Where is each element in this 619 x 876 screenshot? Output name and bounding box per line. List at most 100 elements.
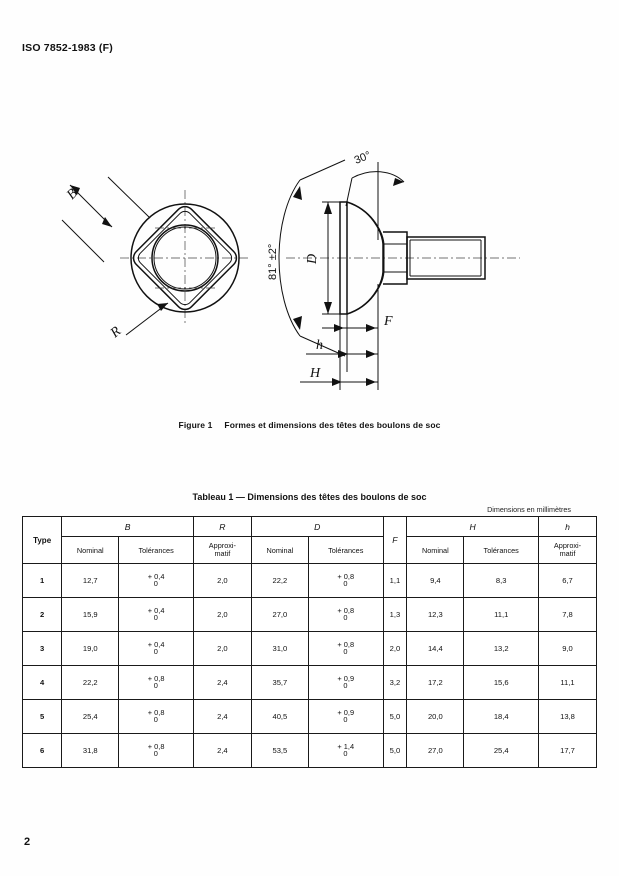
- side-label-head-angle: 81° ±2°: [267, 244, 279, 280]
- table-title-text: Dimensions des têtes des boulons de soc: [247, 492, 427, 502]
- cell-type: 6: [21, 733, 63, 768]
- tolerance-lower: 0: [153, 749, 158, 759]
- table-header-row-subs: Nominal Tolérances Approxi- matif Nomina…: [23, 536, 597, 564]
- cell-type: 2: [21, 597, 63, 632]
- tolerance-lower: 0: [343, 579, 348, 589]
- tolerance-lower: 0: [153, 715, 158, 725]
- table-header: Type B R D F H h Nominal Tolérances Appr…: [21, 516, 597, 564]
- header-group-D: D: [250, 516, 384, 537]
- tolerance-lower: 0: [153, 647, 158, 657]
- cell-B-nominal: 22,2: [61, 665, 120, 700]
- cell-H-nominal: 12,3: [406, 597, 465, 632]
- tolerance-lower: 0: [343, 613, 348, 623]
- cell-type: 5: [21, 699, 63, 734]
- header-group-H: H: [406, 516, 540, 537]
- tolerance-upper: + 0,8: [337, 639, 355, 649]
- tolerance-upper: + 1,4: [337, 741, 355, 751]
- cell-H-nominal: 20,0: [406, 699, 465, 734]
- cell-type: 4: [21, 665, 63, 700]
- table-title-number: Tableau 1: [192, 492, 234, 502]
- header-h-approx-line2: matif: [559, 549, 576, 558]
- cell-R-approx: 2,0: [192, 597, 252, 632]
- tolerance-upper: + 0,8: [147, 741, 165, 751]
- table-header-row-groups: Type B R D F H h: [21, 516, 597, 564]
- header-B-nominal: Nominal: [61, 536, 120, 564]
- cell-D-nominal: 31,0: [250, 631, 309, 666]
- cell-R-approx: 2,4: [192, 733, 252, 768]
- cell-type: 3: [21, 631, 63, 666]
- tolerance-lower: 0: [343, 681, 348, 691]
- tolerance-upper: + 0,8: [147, 673, 165, 683]
- cell-F: 1,3: [382, 597, 408, 632]
- cell-F: 2,0: [382, 631, 408, 666]
- header-h-approx-line1: Approxi-: [553, 540, 582, 550]
- cell-D-nominal: 53,5: [250, 733, 309, 768]
- figure-1-drawings: B R: [0, 140, 619, 400]
- cell-type: 1: [21, 563, 63, 598]
- side-view-drawing: D 81° ±2° 30°: [267, 149, 520, 390]
- side-label-h: h: [316, 338, 323, 353]
- header-H-tolerances: Tolérances: [463, 536, 540, 564]
- cell-H-tolerances: 11,1: [463, 597, 540, 632]
- cell-h-approx: 11,1: [538, 665, 597, 700]
- cell-H-nominal: 14,4: [406, 631, 465, 666]
- tolerance-upper: + 0,4: [147, 571, 165, 581]
- header-H-nominal: Nominal: [406, 536, 465, 564]
- cell-B-nominal: 31,8: [61, 733, 120, 768]
- side-label-D: D: [305, 254, 320, 265]
- cell-H-tolerances: 15,6: [463, 665, 540, 700]
- header-group-R: R: [192, 516, 252, 537]
- cell-D-nominal: 40,5: [250, 699, 309, 734]
- cell-D-nominal: 22,2: [250, 563, 309, 598]
- header-R-approx-line2: matif: [214, 549, 231, 558]
- plan-label-R: R: [107, 324, 124, 342]
- cell-h-approx: 17,7: [538, 733, 597, 768]
- tolerance-upper: + 0,8: [337, 571, 355, 581]
- cell-R-approx: 2,0: [192, 563, 252, 598]
- side-label-H: H: [309, 366, 321, 381]
- header-D-nominal: Nominal: [250, 536, 309, 564]
- tolerance-lower: 0: [153, 579, 158, 589]
- plan-view-drawing: B R: [61, 176, 250, 342]
- dimensions-table: Type B R D F H h Nominal Tolérances Appr…: [21, 516, 597, 768]
- tolerance-upper: + 0,4: [147, 605, 165, 615]
- cell-F: 5,0: [382, 733, 408, 768]
- cell-F: 1,1: [382, 563, 408, 598]
- cell-R-approx: 2,4: [192, 665, 252, 700]
- cell-D-nominal: 27,0: [250, 597, 309, 632]
- cell-H-tolerances: 18,4: [463, 699, 540, 734]
- page-number: 2: [24, 836, 31, 848]
- cell-h-approx: 13,8: [538, 699, 597, 734]
- cell-H-tolerances: 8,3: [463, 563, 540, 598]
- table-units-note: Dimensions en millimètres: [487, 505, 571, 514]
- cell-H-tolerances: 13,2: [463, 631, 540, 666]
- header-B-tolerances: Tolérances: [118, 536, 194, 564]
- cell-F: 3,2: [382, 665, 408, 700]
- cell-B-nominal: 12,7: [61, 563, 120, 598]
- standard-reference-header: ISO 7852-1983 (F): [22, 42, 113, 54]
